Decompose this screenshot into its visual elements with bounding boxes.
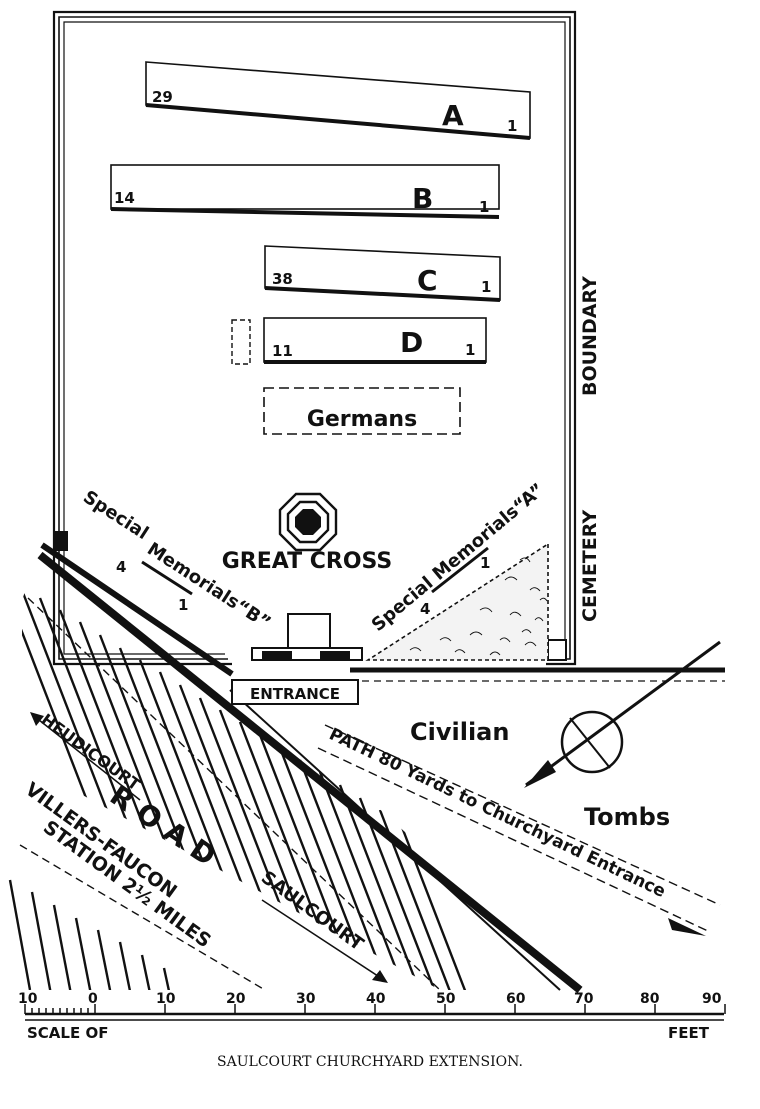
- plot-a-letter: A: [442, 99, 464, 132]
- special-memorials-a-area: [365, 542, 549, 661]
- enclosure-wall: [52, 10, 577, 666]
- saulcourt-arrow-icon: [372, 970, 388, 983]
- heudicourt-arrow-icon: [30, 712, 44, 726]
- scale-tick-7: 60: [506, 991, 526, 1007]
- scale-left-label: SCALE OF: [27, 1024, 108, 1042]
- tombs-label: Tombs: [584, 803, 670, 831]
- saulcourt-arrow: [261, 899, 385, 981]
- plot-a-first: 29: [152, 88, 173, 106]
- plot-d-last: 1: [465, 341, 475, 359]
- entrance-label: ENTRANCE: [250, 685, 340, 703]
- plot-c-first: 38: [272, 270, 293, 288]
- north-arrow-icon: [524, 640, 721, 788]
- heudicourt-label: HEUDICOURT: [38, 710, 144, 794]
- plot-d-letter: D: [400, 326, 423, 359]
- scale-tick-9: 80: [640, 991, 660, 1007]
- plot-b-first: 14: [114, 189, 135, 207]
- lower-hatching: [8, 879, 186, 990]
- scale-tick-10: 90: [702, 991, 722, 1007]
- scale-tick-5: 40: [366, 991, 386, 1007]
- scale-tick-3: 20: [226, 991, 246, 1007]
- scale-tick-0: 10: [18, 991, 38, 1007]
- plot-row-d: 11 D 1: [231, 317, 487, 365]
- plot-b-letter: B: [412, 182, 433, 215]
- path-to-churchyard: [317, 724, 721, 933]
- path-arrow-icon: [668, 918, 706, 936]
- boundary-label: BOUNDARY: [579, 276, 601, 396]
- special-b-title: Special: [79, 487, 152, 544]
- special-b-bottom: 1: [178, 596, 188, 614]
- germans-label: Germans: [307, 407, 417, 432]
- scale-right-label: FEET: [668, 1024, 710, 1042]
- plot-row-b: 14 B 1: [110, 164, 500, 219]
- scale-tick-1: 0: [88, 991, 98, 1007]
- plot-b-last: 1: [479, 198, 489, 216]
- plot-row-c: 38 C 1: [264, 245, 501, 302]
- cemetery-label: CEMETERY: [579, 510, 601, 622]
- special-a-top: 1: [480, 554, 490, 572]
- scale-tick-2: 10: [156, 991, 176, 1007]
- scale-bar: 10 0 10 20 30 40 50 60 70 80 90 SCALE OF…: [18, 991, 726, 1042]
- plot-c-last: 1: [481, 278, 491, 296]
- scale-tick-6: 50: [436, 991, 456, 1007]
- scale-tick-4: 30: [296, 991, 316, 1007]
- road-edges: [19, 551, 583, 994]
- heudicourt-arrow: [33, 715, 141, 801]
- civilian-label: Civilian: [410, 718, 509, 746]
- front-wall: [40, 542, 725, 682]
- plot-c-letter: C: [417, 264, 438, 297]
- plot-d-first: 11: [272, 342, 293, 360]
- entrance-gate: [231, 613, 363, 705]
- plot-row-a: 29 A 1: [145, 61, 531, 140]
- caption: SAULCOURT CHURCHYARD EXTENSION.: [217, 1054, 523, 1070]
- germans-plot: Germans: [263, 387, 461, 435]
- special-b-top: 4: [116, 558, 126, 576]
- scale-tick-8: 70: [574, 991, 594, 1007]
- plot-a-last: 1: [507, 117, 517, 135]
- special-a-bottom: 4: [420, 600, 430, 618]
- saulcourt-label: SAULCOURT: [257, 867, 368, 955]
- great-cross-icon: [278, 492, 338, 552]
- great-cross-label: GREAT CROSS: [222, 549, 393, 574]
